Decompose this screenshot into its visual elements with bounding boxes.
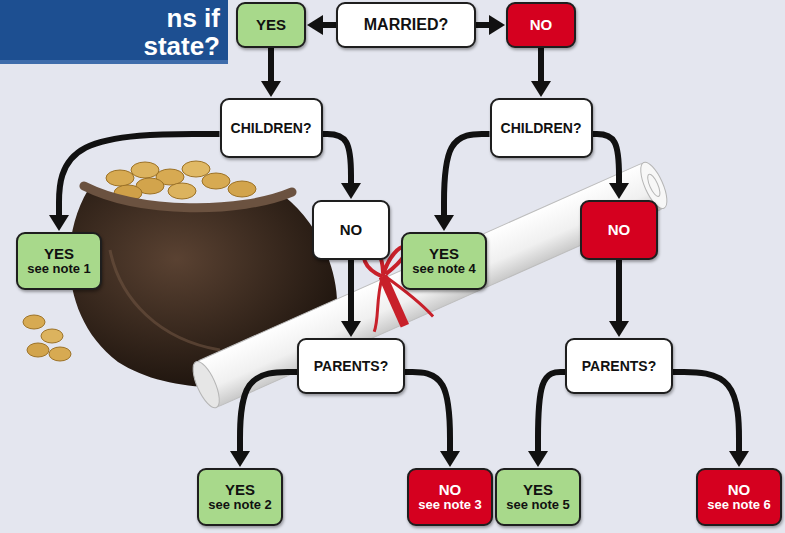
box-label: NO: [608, 221, 631, 238]
loose-coin: [41, 329, 63, 343]
answer-no: NO: [580, 200, 658, 260]
note-reference: see note 5: [506, 498, 570, 513]
flow-arrow: [444, 134, 490, 216]
title-text: ns if state?: [118, 4, 220, 60]
outcome-box: YESsee note 2: [197, 468, 283, 526]
note-reference: see note 4: [412, 262, 476, 277]
coin: [182, 161, 210, 177]
coin: [202, 173, 230, 189]
box-label: YES: [429, 245, 459, 262]
note-reference: see note 6: [707, 498, 771, 513]
coin: [228, 181, 256, 197]
box-label: NO: [439, 481, 462, 498]
box-label: NO: [728, 481, 751, 498]
flow-arrow: [673, 372, 739, 452]
answer-no: NO: [506, 2, 576, 48]
flow-arrow: [322, 22, 336, 28]
flow-arrow: [616, 260, 622, 322]
flow-arrow: [405, 372, 450, 452]
bag-highlight: [110, 250, 220, 350]
question-box: CHILDREN?: [220, 98, 323, 158]
box-label: YES: [44, 245, 74, 262]
box-label: NO: [340, 221, 363, 238]
flow-arrow: [268, 48, 274, 82]
note-reference: see note 2: [208, 498, 272, 513]
box-label: PARENTS?: [582, 358, 656, 374]
coin: [131, 162, 159, 178]
answer-yes: YES: [236, 2, 306, 48]
box-label: CHILDREN?: [231, 120, 312, 136]
flow-arrow: [476, 22, 490, 28]
question-box: CHILDREN?: [490, 98, 593, 158]
loose-coin: [23, 315, 45, 329]
flow-arrow: [348, 260, 354, 322]
box-label: NO: [530, 16, 553, 33]
box-label: CHILDREN?: [501, 120, 582, 136]
coin: [106, 170, 134, 186]
note-reference: see note 3: [418, 498, 482, 513]
box-label: PARENTS?: [314, 358, 388, 374]
question-box: PARENTS?: [565, 338, 673, 394]
title-banner: [0, 0, 228, 64]
scroll-spiral: [645, 173, 662, 198]
flow-arrow: [538, 48, 544, 82]
box-label: YES: [225, 481, 255, 498]
flow-arrow: [323, 134, 352, 184]
flow-arrow: [59, 134, 220, 216]
note-reference: see note 1: [27, 262, 91, 277]
scroll-end: [188, 358, 225, 411]
outcome-box: NOsee note 6: [696, 468, 782, 526]
question-box: MARRIED?: [336, 2, 476, 48]
flow-arrow: [240, 372, 297, 452]
box-label: YES: [523, 481, 553, 498]
outcome-box: YESsee note 4: [401, 232, 487, 290]
loose-coin: [49, 347, 71, 361]
bag-frame: [84, 186, 292, 208]
loose-coin: [27, 343, 49, 357]
box-label: YES: [256, 16, 286, 33]
flow-arrow: [593, 134, 620, 184]
question-box: PARENTS?: [297, 338, 405, 394]
banner-edge: [0, 60, 228, 64]
answer-no: NO: [312, 200, 390, 260]
scroll-paper: [196, 163, 664, 408]
coin: [168, 183, 196, 199]
outcome-box: YESsee note 5: [495, 468, 581, 526]
outcome-box: NOsee note 3: [407, 468, 493, 526]
flow-arrow: [538, 372, 565, 452]
outcome-box: YESsee note 1: [16, 232, 102, 290]
box-label: MARRIED?: [364, 16, 448, 34]
